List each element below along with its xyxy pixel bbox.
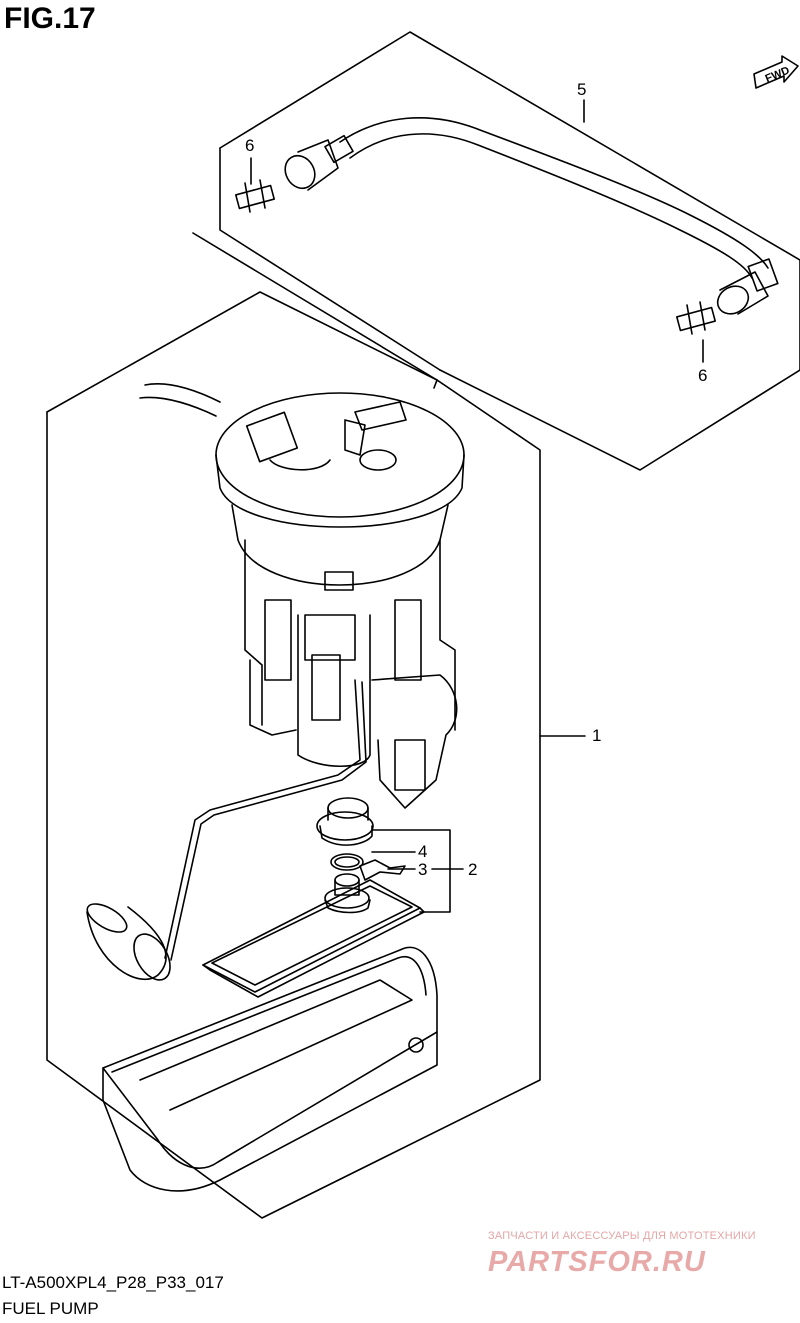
hose-group-frame (192, 31, 800, 471)
gasket-plate (202, 859, 425, 998)
o-ring (330, 853, 364, 871)
hose-clip-lower (676, 301, 716, 363)
forward-arrow-icon: FWD (753, 55, 799, 89)
fuel-pump-body (139, 383, 465, 809)
part-name: FUEL PUMP (2, 1299, 99, 1318)
pump-tray (102, 946, 438, 1192)
fuel-level-float (86, 679, 367, 981)
callout-5: 5 (577, 80, 587, 99)
callout-4: 4 (418, 842, 428, 861)
watermark-tagline: ЗАПЧАСТИ И АКСЕССУАРЫ ДЛЯ МОТОТЕХНИКИ (488, 1230, 756, 1242)
callout-6-lower: 6 (698, 366, 708, 385)
model-code: LT-A500XPL4_P28_P33_017 (2, 1273, 224, 1292)
watermark-logo: PARTSFOR.RU (488, 1246, 706, 1278)
leader-lines (371, 735, 586, 913)
callout-2: 2 (468, 860, 478, 879)
callout-1: 1 (592, 726, 602, 745)
fuel-hose (284, 117, 779, 315)
callout-3: 3 (418, 860, 428, 879)
pump-assembly-frame (46, 291, 541, 1219)
hose-clip-upper (235, 157, 275, 213)
pump-holder (316, 797, 374, 846)
callout-6-upper: 6 (245, 136, 255, 155)
figure-title: FIG.17 (4, 2, 96, 35)
